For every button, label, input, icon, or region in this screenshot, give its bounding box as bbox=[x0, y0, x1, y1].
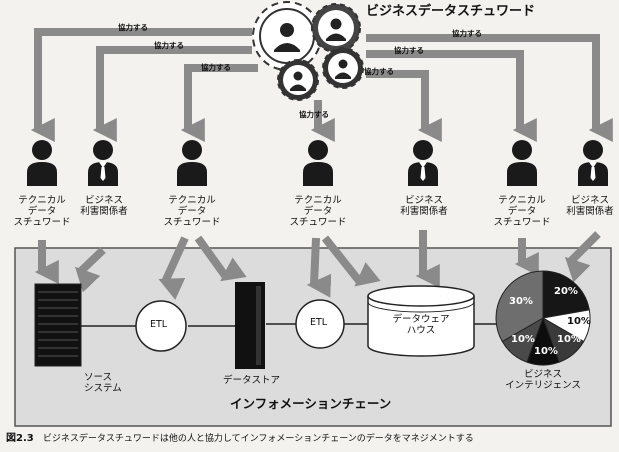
cooperate-label: 協力する bbox=[201, 63, 231, 72]
pie-slice-label: 10% bbox=[534, 346, 558, 357]
business-stakeholder-label: ビジネス利害関係者 bbox=[566, 195, 614, 217]
steward-arrows bbox=[34, 230, 601, 300]
cooperate-arrow-7 bbox=[366, 34, 613, 142]
pie-slice-label: 30% bbox=[509, 296, 533, 307]
data-warehouse-label: データウェアハウス bbox=[392, 314, 450, 336]
cooperate-arrow-6 bbox=[366, 50, 537, 142]
datastore-label: データストア bbox=[223, 375, 281, 386]
cooperate-arrow-3 bbox=[180, 64, 258, 142]
pie-slice-label: 20% bbox=[554, 286, 578, 297]
figure-number: 図2.3 bbox=[6, 433, 34, 444]
technical-steward-label: テクニカルデータスチュワード bbox=[13, 195, 71, 228]
business-intelligence-label: ビジネスインテリジェンス bbox=[505, 369, 581, 391]
data-warehouse-cylinder-icon bbox=[367, 285, 475, 357]
pie-slice-label: 10% bbox=[511, 334, 535, 345]
business-data-steward-gear-icon bbox=[252, 1, 364, 101]
business-stakeholder-person-icon bbox=[88, 140, 118, 186]
pie-slice-label: 10% bbox=[567, 316, 591, 327]
technical-steward-person-icon bbox=[303, 140, 333, 186]
technical-steward-person-icon bbox=[177, 140, 207, 186]
pie-slice bbox=[542, 270, 590, 319]
cooperate-label: 協力する bbox=[394, 46, 424, 55]
diagram-title: ビジネスデータスチュワード bbox=[366, 4, 536, 19]
figure-caption-text: ビジネスデータスチュワードは他の人と協力してインフォメーションチェーンのデータを… bbox=[42, 434, 474, 444]
cooperate-label: 協力する bbox=[118, 23, 148, 32]
business-stakeholder-person-icon bbox=[408, 140, 438, 186]
cooperate-label: 協力する bbox=[154, 41, 184, 50]
cooperate-arrow-5 bbox=[366, 70, 442, 142]
information-chain-label: インフォメーションチェーン bbox=[230, 396, 392, 411]
etl-label: ETL bbox=[150, 319, 168, 330]
etl-node-2 bbox=[295, 299, 345, 349]
business-stakeholder-label: ビジネス利害関係者 bbox=[80, 195, 128, 217]
figure-caption: 図2.3 ビジネスデータスチュワードは他の人と協力してインフォメーションチェーン… bbox=[6, 433, 474, 445]
source-system-server-icon bbox=[34, 283, 82, 367]
technical-steward-label: テクニカルデータスチュワード bbox=[163, 195, 221, 228]
cooperate-arrow-2 bbox=[92, 46, 252, 142]
technical-steward-person-icon bbox=[27, 140, 57, 186]
business-intelligence-pie-chart bbox=[495, 270, 591, 366]
datastore-server-icon bbox=[235, 282, 265, 369]
cooperate-arrows bbox=[30, 28, 613, 142]
cooperate-label: 協力する bbox=[299, 110, 329, 119]
people bbox=[27, 140, 608, 186]
etl-node-1 bbox=[135, 300, 187, 352]
technical-steward-person-icon bbox=[507, 140, 537, 186]
pie-slice bbox=[495, 270, 544, 343]
source-system-label: ソースシステム bbox=[84, 372, 122, 394]
business-stakeholder-person-icon bbox=[578, 140, 608, 186]
cooperate-label: 協力する bbox=[452, 29, 482, 38]
business-stakeholder-label: ビジネス利害関係者 bbox=[400, 195, 448, 217]
cooperate-arrow-1 bbox=[30, 28, 252, 142]
technical-steward-label: テクニカルデータスチュワード bbox=[289, 195, 347, 228]
flow-lines bbox=[80, 323, 498, 327]
etl-label: ETL bbox=[310, 317, 328, 328]
technical-steward-label: テクニカルデータスチュワード bbox=[493, 195, 551, 228]
cooperate-label: 協力する bbox=[364, 67, 394, 76]
pie-slice-label: 10% bbox=[557, 334, 581, 345]
